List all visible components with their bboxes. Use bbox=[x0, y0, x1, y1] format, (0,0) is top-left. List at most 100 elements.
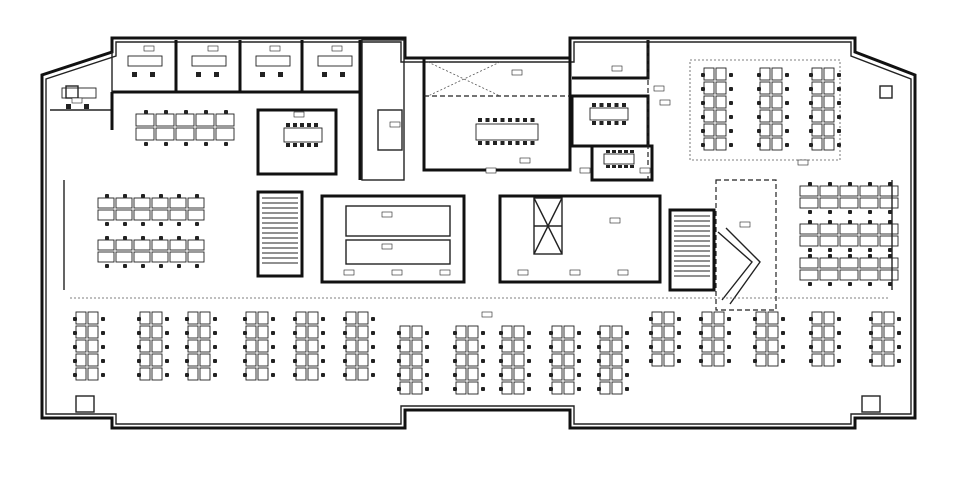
workstation-chair bbox=[321, 317, 325, 321]
workstation-chair bbox=[757, 115, 761, 119]
workstation-desk bbox=[551, 367, 563, 381]
workstation-desk bbox=[819, 235, 839, 247]
workstation-desk bbox=[135, 113, 155, 127]
workstation-chair bbox=[101, 373, 105, 377]
workstation-chair bbox=[869, 331, 873, 335]
workstation-desk bbox=[799, 235, 819, 247]
workstation-desk bbox=[701, 339, 713, 353]
workstation-chair bbox=[809, 115, 813, 119]
workstation-desk bbox=[411, 339, 423, 353]
workstation-desk bbox=[455, 339, 467, 353]
workstation-chair bbox=[164, 142, 168, 146]
workstation-desk bbox=[611, 367, 623, 381]
conference-chair bbox=[300, 143, 304, 147]
storage-room bbox=[377, 109, 403, 151]
workstation-chair bbox=[729, 143, 733, 147]
workstation-chair bbox=[868, 210, 872, 214]
workstation-chair bbox=[159, 264, 163, 268]
office-chair bbox=[150, 72, 155, 77]
workstation-desk bbox=[151, 197, 169, 209]
office-chair bbox=[214, 72, 219, 77]
workstation-chair bbox=[184, 110, 188, 114]
workstation-desk bbox=[611, 353, 623, 367]
workstation-chair bbox=[185, 345, 189, 349]
workstation-chair bbox=[785, 73, 789, 77]
workstation-desk bbox=[715, 123, 727, 137]
workstation-chair bbox=[888, 254, 892, 258]
workstation-chair bbox=[837, 143, 841, 147]
workstation-desk bbox=[713, 325, 725, 339]
workstation-desk bbox=[245, 339, 257, 353]
workstation-desk bbox=[115, 209, 133, 221]
workstation-chair bbox=[527, 345, 531, 349]
workstation-chair bbox=[868, 220, 872, 224]
workstation-desk bbox=[169, 197, 187, 209]
corner-column bbox=[879, 85, 893, 99]
office-chair bbox=[66, 104, 71, 109]
room-tag bbox=[381, 211, 393, 218]
room-tag bbox=[485, 167, 497, 174]
workstation-chair bbox=[165, 359, 169, 363]
workstation-desk bbox=[501, 367, 513, 381]
workstation-chair bbox=[828, 220, 832, 224]
workstation-chair bbox=[527, 359, 531, 363]
elevator-cross bbox=[533, 197, 563, 255]
workstation-desk bbox=[187, 339, 199, 353]
workstation-chair bbox=[293, 359, 297, 363]
workstation-desk bbox=[759, 95, 771, 109]
workstation-desk bbox=[455, 325, 467, 339]
workstation-desk bbox=[839, 223, 859, 235]
workstation-desk bbox=[75, 367, 87, 381]
workstation-chair bbox=[499, 359, 503, 363]
meeting-chair bbox=[599, 103, 604, 107]
workstation-desk bbox=[823, 81, 835, 95]
workstation-desk bbox=[399, 325, 411, 339]
workstation-desk bbox=[501, 353, 513, 367]
workstation-chair bbox=[499, 331, 503, 335]
workstation-desk bbox=[703, 67, 715, 81]
workstation-chair bbox=[828, 182, 832, 186]
workstation-desk bbox=[139, 367, 151, 381]
open-work-area-frame bbox=[689, 59, 841, 161]
office-chair bbox=[84, 104, 89, 109]
room-tag bbox=[269, 45, 281, 52]
workstation-desk bbox=[75, 311, 87, 325]
workstation-desk bbox=[703, 137, 715, 151]
workstation-desk bbox=[701, 311, 713, 325]
workstation-desk bbox=[823, 95, 835, 109]
workstation-chair bbox=[195, 264, 199, 268]
workstation-desk bbox=[551, 325, 563, 339]
workstation-desk bbox=[501, 381, 513, 395]
conference-chair bbox=[300, 123, 304, 127]
workstation-desk bbox=[307, 367, 319, 381]
meeting-chair bbox=[592, 103, 596, 107]
workstation-desk bbox=[87, 353, 99, 367]
workstation-desk bbox=[799, 197, 819, 209]
workstation-desk bbox=[767, 339, 779, 353]
workstation-chair bbox=[625, 373, 629, 377]
workstation-desk bbox=[115, 251, 133, 263]
workstation-chair bbox=[101, 331, 105, 335]
workstation-chair bbox=[869, 345, 873, 349]
workstation-chair bbox=[837, 87, 841, 91]
workstation-chair bbox=[677, 331, 681, 335]
office-partition-top-right bbox=[572, 40, 650, 80]
workstation-chair bbox=[105, 264, 109, 268]
workstation-chair bbox=[549, 387, 553, 391]
workstation-chair bbox=[809, 73, 813, 77]
workstation-desk bbox=[811, 109, 823, 123]
boardroom-chair bbox=[493, 141, 497, 145]
workstation-chair bbox=[371, 359, 375, 363]
meeting-chair bbox=[622, 121, 626, 125]
workstation-chair bbox=[848, 220, 852, 224]
workstation-chair bbox=[204, 110, 208, 114]
workstation-chair bbox=[105, 236, 109, 240]
workstation-desk bbox=[715, 81, 727, 95]
workstation-chair bbox=[888, 248, 892, 252]
workstation-desk bbox=[823, 137, 835, 151]
workstation-desk bbox=[551, 353, 563, 367]
workstation-desk bbox=[755, 339, 767, 353]
boardroom-chair bbox=[508, 141, 512, 145]
workstation-chair bbox=[73, 359, 77, 363]
